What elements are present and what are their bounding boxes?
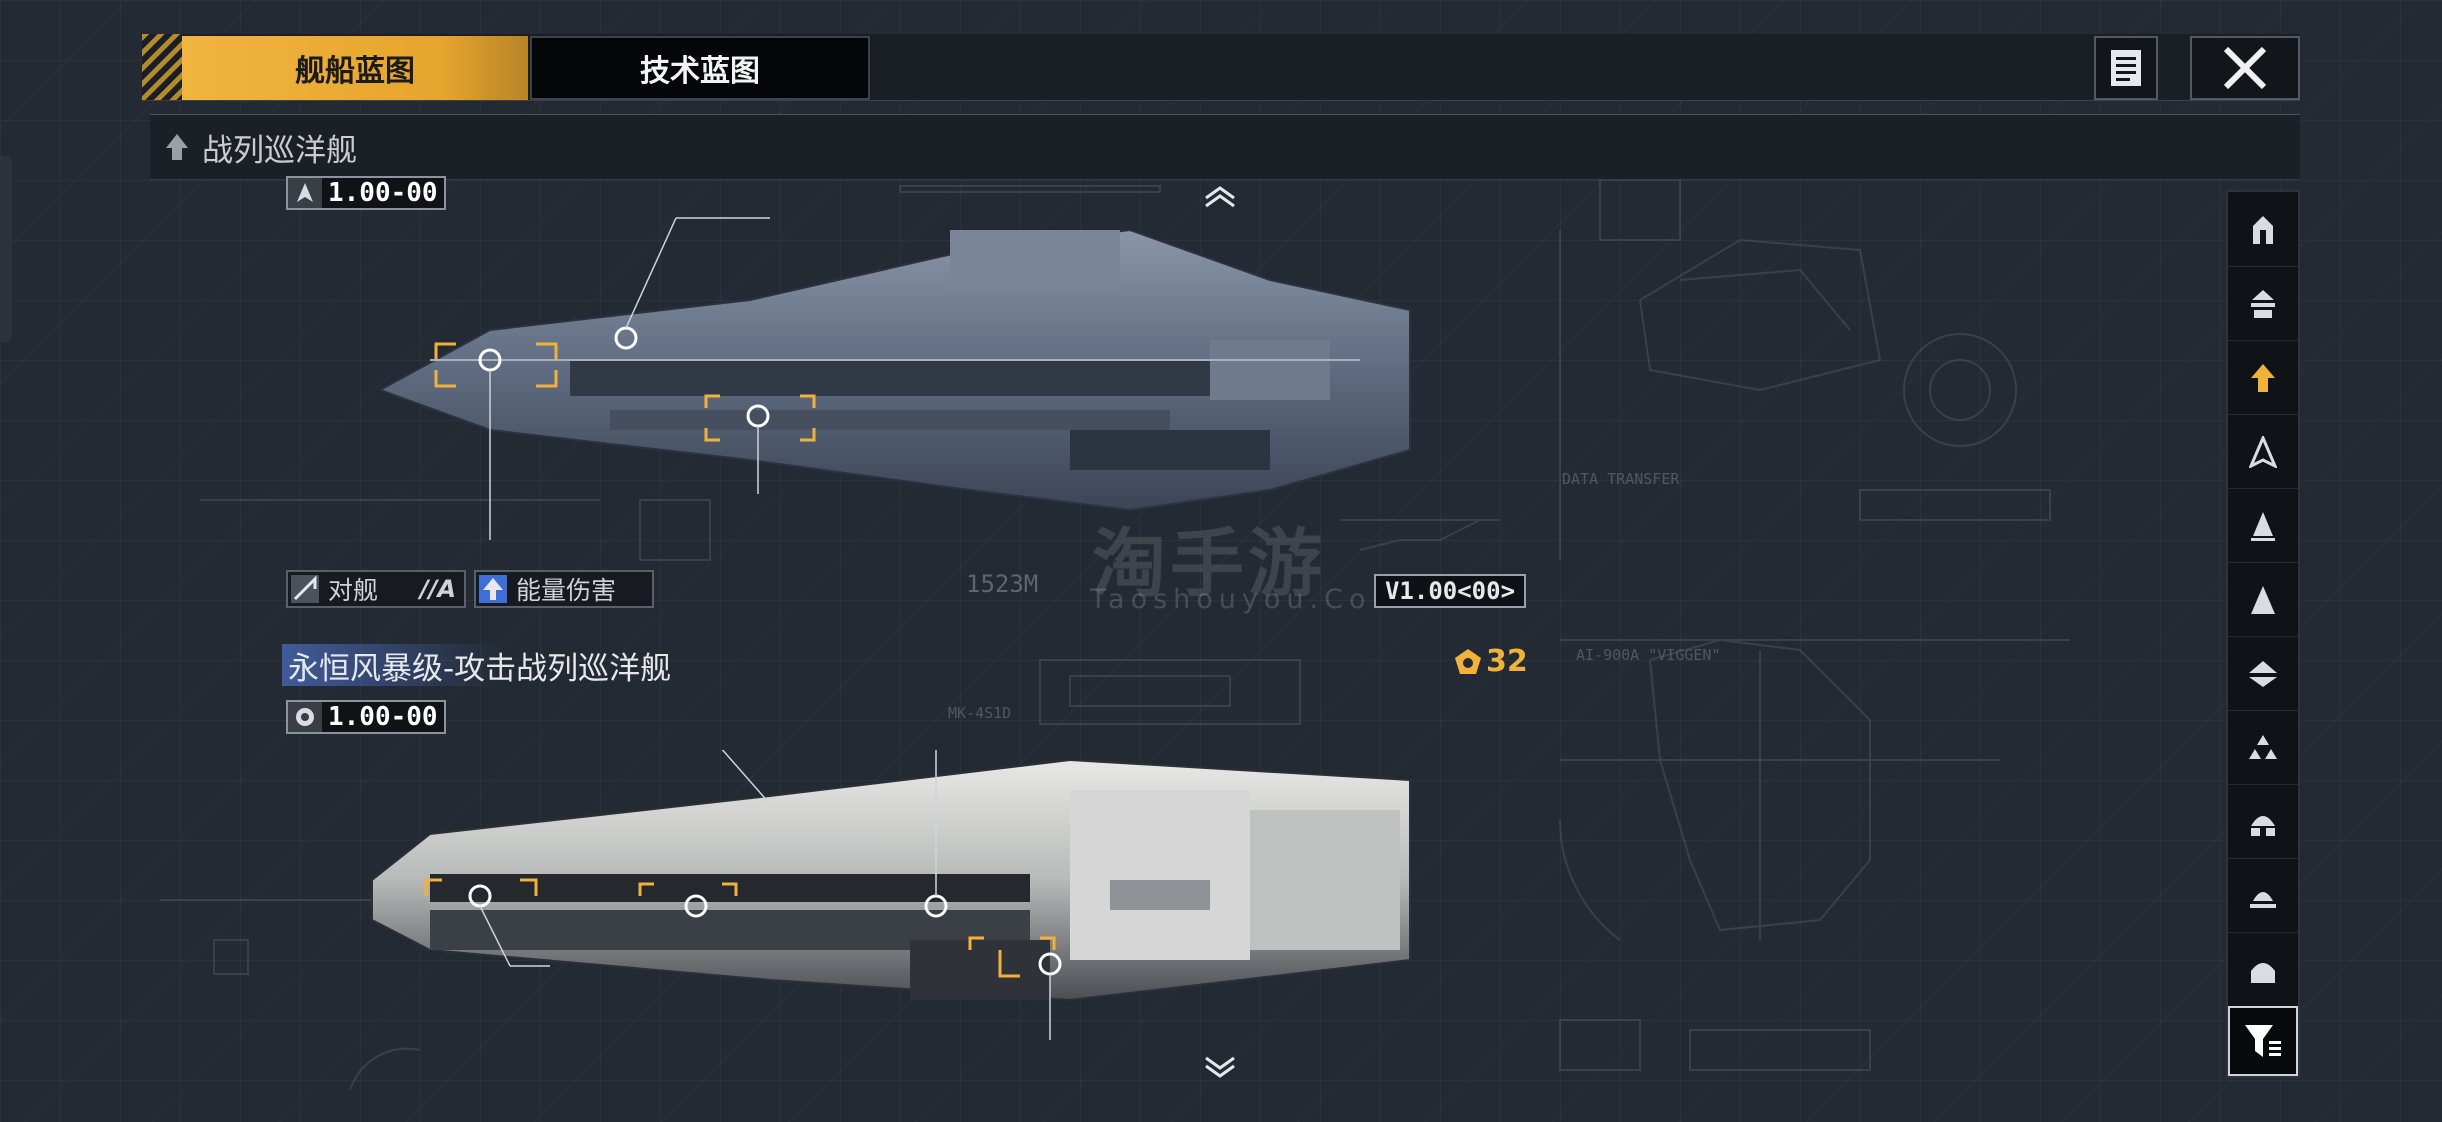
power-icon	[1455, 648, 1481, 674]
dome-icon	[2251, 963, 2275, 983]
sidebar-item-hangar[interactable]	[2228, 786, 2298, 859]
ship-bottom-cost: 1.00-00	[286, 700, 446, 734]
sidebar-item-destroyer[interactable]	[2228, 268, 2298, 341]
damage-type-tag: 能量伤害	[474, 570, 654, 608]
sidebar-item-auxiliary[interactable]	[2228, 490, 2298, 563]
close-button[interactable]	[2190, 36, 2300, 100]
corvette-icon	[2249, 735, 2277, 759]
anti-ship-icon	[288, 572, 322, 606]
role-label: 对舰	[328, 576, 379, 605]
viggen-label: AI-900A "VIGGEN"	[1576, 646, 1721, 664]
ship-top-cost-value: 1.00-00	[328, 178, 438, 208]
sidebar-item-battleship[interactable]	[2228, 638, 2298, 711]
sidebar-item-frigate[interactable]	[2228, 194, 2298, 267]
data-transfer-label: DATA TRANSFER	[1562, 470, 1680, 488]
sidebar-item-battlecruiser[interactable]	[2228, 342, 2298, 415]
scroll-up-button[interactable]	[1200, 184, 1240, 210]
sidebar-item-carrier[interactable]	[2228, 564, 2298, 637]
carrier-icon	[2251, 586, 2275, 614]
role-grade: //A	[419, 575, 456, 603]
edge-drawer-handle[interactable]	[0, 156, 12, 342]
auxiliary-icon	[2251, 512, 2275, 541]
filter-button[interactable]	[2228, 1006, 2298, 1076]
sidebar-item-dome[interactable]	[2228, 934, 2298, 1007]
mk-label: MK-4S1D	[948, 704, 1011, 722]
role-tag: 对舰 //A	[286, 570, 466, 608]
category-title: 战列巡洋舰	[202, 132, 357, 169]
chevron-up-icon	[1205, 186, 1235, 208]
cruiser-icon	[2249, 436, 2277, 468]
energy-damage-icon	[476, 572, 510, 606]
ship-name: 永恒风暴级-攻击战列巡洋舰	[282, 644, 678, 687]
station-icon	[2250, 892, 2276, 908]
destroyer-icon	[2251, 290, 2275, 318]
hangar-icon	[2251, 816, 2275, 836]
filter-icon	[2245, 1025, 2281, 1057]
ship-bottom-model[interactable]	[370, 750, 1420, 1060]
power-value: 32	[1486, 644, 1528, 679]
frigate-icon	[2253, 216, 2273, 244]
notes-button[interactable]	[2094, 36, 2158, 100]
ship-top-cost: 1.00-00	[286, 176, 446, 210]
close-icon	[2223, 46, 2267, 90]
scroll-down-button[interactable]	[1200, 1054, 1240, 1080]
battlecruiser-icon	[2251, 364, 2275, 392]
tab-ship-blueprint[interactable]: 舰船蓝图	[182, 36, 528, 100]
ship-top-model[interactable]	[370, 210, 1430, 540]
sidebar-item-cruiser[interactable]	[2228, 416, 2298, 489]
tab-tech-blueprint[interactable]: 技术蓝图	[530, 36, 870, 100]
ship-length: 1523M	[966, 570, 1039, 598]
top-bar-stripe	[142, 34, 182, 100]
ship-class-sidebar	[2226, 190, 2300, 1078]
resource-icon	[288, 178, 322, 208]
chevron-down-icon	[1205, 1056, 1235, 1078]
battlecruiser-icon	[166, 134, 188, 160]
damage-type-label: 能量伤害	[516, 576, 617, 605]
watermark-en: Taoshouyou.Com	[1090, 584, 1404, 615]
ship-bottom-cost-value: 1.00-00	[328, 702, 438, 732]
watermark-cn: 淘手游	[1092, 521, 1326, 607]
document-icon	[2111, 50, 2141, 86]
sidebar-item-corvette[interactable]	[2228, 712, 2298, 785]
version-label: V1.00<00>	[1374, 574, 1526, 608]
power-rating: 32	[1454, 644, 1528, 679]
resource-icon	[288, 702, 322, 732]
battleship-icon	[2249, 661, 2277, 687]
category-bar: 战列巡洋舰	[150, 114, 2300, 180]
sidebar-item-station[interactable]	[2228, 860, 2298, 933]
